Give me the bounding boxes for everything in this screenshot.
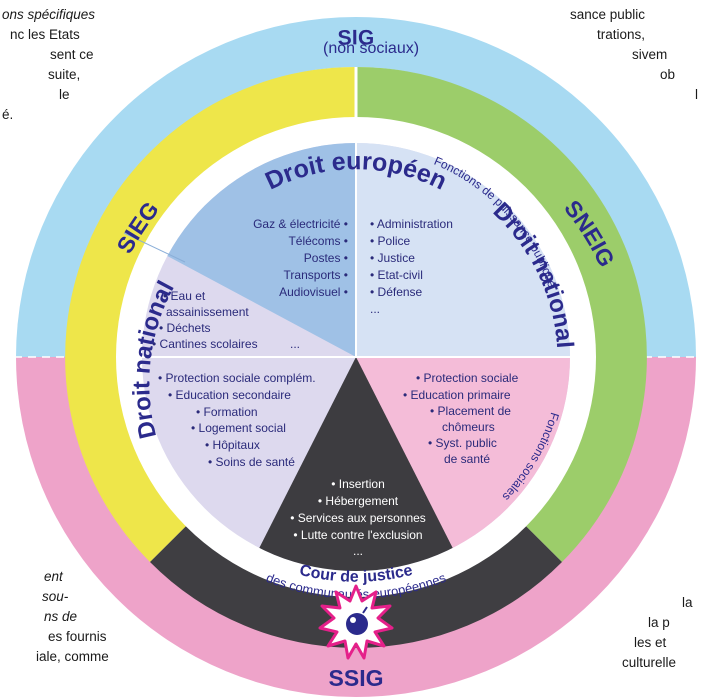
list-item: • Administration [370, 217, 453, 231]
list-top-left: Gaz & électricité • Télécoms • Postes • … [253, 217, 348, 299]
list-item: • Eau et [163, 289, 206, 303]
list-item: Télécoms • [288, 234, 348, 248]
inner-diagonal-divider [123, 232, 186, 263]
list-item: Transports • [284, 268, 348, 282]
background-text-bottom-left: ent sou- ns de es fournis iale, comme [36, 569, 109, 664]
list-item: • Formation [196, 405, 258, 419]
list-item: • Protection sociale complém. [158, 371, 316, 385]
list-item: • Placement de [430, 404, 511, 418]
list-item: • Syst. public [428, 436, 497, 450]
list-item: • Justice [370, 251, 415, 265]
list-item: • Education secondaire [168, 388, 291, 402]
cour-de-justice-label: Cour de justice [298, 562, 414, 586]
list-item: • Lutte contre l'exclusion [293, 528, 422, 542]
list-item: • Hébergement [318, 494, 399, 508]
list-item: • Hôpitaux [205, 438, 260, 452]
list-item: Postes • [304, 251, 348, 265]
list-item: • Déchets [159, 321, 211, 335]
list-left-mid: • Eau et assainissement • Déchets • Cant… [152, 289, 300, 351]
list-item: Audiovisuel • [279, 285, 348, 299]
list-item: ... [353, 544, 363, 558]
list-triangle: • Insertion • Hébergement • Services aux… [290, 477, 426, 558]
list-item: ... [370, 302, 380, 316]
list-item: • Etat-civil [370, 268, 423, 282]
list-left-lower: • Protection sociale complém. • Educatio… [158, 371, 316, 469]
sig-label: SIG [337, 26, 374, 50]
list-item: • Education primaire [403, 388, 511, 402]
list-item: • Cantines scolaires [152, 337, 258, 351]
sig-sub-label: (non sociaux) [323, 40, 419, 57]
list-item: • Protection sociale [416, 371, 519, 385]
list-item: • Services aux personnes [290, 511, 426, 525]
list-item: chômeurs [442, 420, 495, 434]
list-top-right: • Administration • Police • Justice • Et… [370, 217, 453, 316]
background-text-top-right: sance public trations, sivem ob l [570, 7, 698, 102]
bomb-burst-icon [318, 584, 394, 660]
list-item: • Défense [370, 285, 423, 299]
list-item: • Insertion [331, 477, 385, 491]
list-item: • Police [370, 234, 411, 248]
ssig-label: SSIG [329, 665, 384, 691]
list-right-lower: • Protection sociale • Education primair… [403, 371, 519, 466]
list-item: de santé [444, 452, 490, 466]
background-text-bottom-right: la la p les et culturelle [622, 595, 693, 670]
triangle-center [238, 357, 474, 571]
list-item: • Logement social [191, 421, 286, 435]
list-item: assainissement [166, 305, 249, 319]
list-item: • Soins de santé [208, 455, 295, 469]
list-item: ... [290, 337, 300, 351]
background-text-top-left: ons spécifiques nc les Etats sent ce sui… [2, 7, 96, 122]
list-item: Gaz & électricité • [253, 217, 348, 231]
